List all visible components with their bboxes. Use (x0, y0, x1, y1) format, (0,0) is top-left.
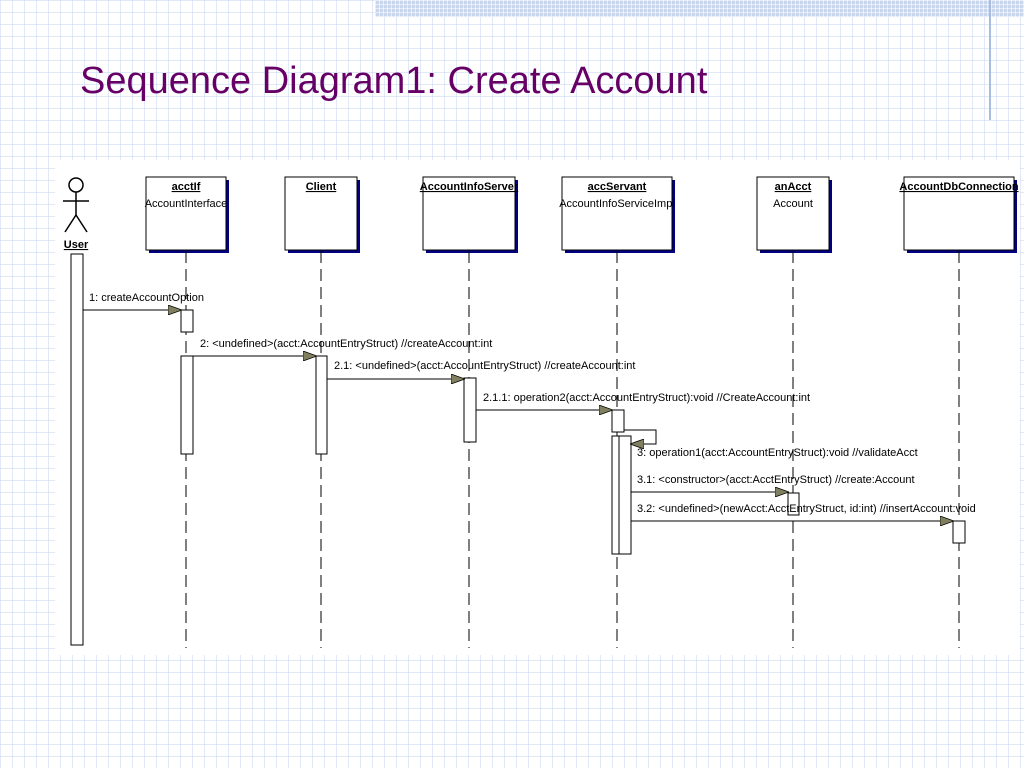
activation-bar-user (70, 253, 84, 646)
activation-bar-accountinfoserver (463, 377, 477, 443)
activation-bar-accountdbconnection (952, 520, 966, 544)
object-name: anAcct (775, 181, 812, 193)
message-label-2-1: 2.1: <undefined>(acct:AccountEntryStruct… (334, 360, 635, 372)
header-decoration-rule (989, 0, 991, 120)
message-arrow-3-self (624, 429, 657, 444)
message-label-1: 1: createAccountOption (89, 292, 204, 304)
message-label-3: 3: operation1(acct:AccountEntryStruct):v… (637, 447, 918, 459)
object-accountdbconnection: AccountDbConnection (899, 176, 1019, 253)
message-label-2-1-1: 2.1.1: operation2(acct:AccountEntryStruc… (483, 392, 810, 404)
activation-bar-accservant-3 (618, 435, 632, 555)
message-label-3-2: 3.2: <undefined>(newAcct:AcctEntryStruct… (637, 503, 976, 515)
activation-bar-anacct (787, 492, 800, 516)
object-name: Client (306, 181, 337, 193)
object-class: AccountInfoServiceImpl (559, 198, 675, 210)
actor-stick-figure-icon (63, 177, 89, 233)
activation-bar-accservant-1 (611, 409, 625, 433)
object-accountinfoserver: AccountInfoServer (420, 176, 519, 253)
object-name: acctIf (172, 181, 201, 193)
object-class: Account (773, 198, 813, 210)
message-label-2: 2: <undefined>(acct:AccountEntryStruct) … (200, 338, 492, 350)
actor-user: User (63, 177, 89, 251)
object-name: AccountInfoServer (420, 181, 519, 193)
activation-bar-client (315, 355, 328, 455)
header-decoration-band (375, 0, 1024, 17)
object-name: accServant (588, 181, 647, 193)
message-label-3-1: 3.1: <constructor>(acct:AcctEntryStruct)… (637, 474, 915, 486)
object-class: AccountInterface (145, 198, 228, 210)
object-acctif: acctIf AccountInterface (145, 176, 229, 253)
object-anacct: anAcct Account (756, 176, 832, 253)
activation-bar-acctif-2 (180, 355, 194, 455)
object-accservant: accServant AccountInfoServiceImpl (559, 176, 675, 253)
object-client: Client (284, 176, 360, 253)
activation-bar-acctif-1 (180, 309, 194, 333)
object-name: AccountDbConnection (899, 181, 1018, 193)
slide-title: Sequence Diagram1: Create Account (80, 60, 708, 102)
actor-label: User (64, 239, 89, 251)
